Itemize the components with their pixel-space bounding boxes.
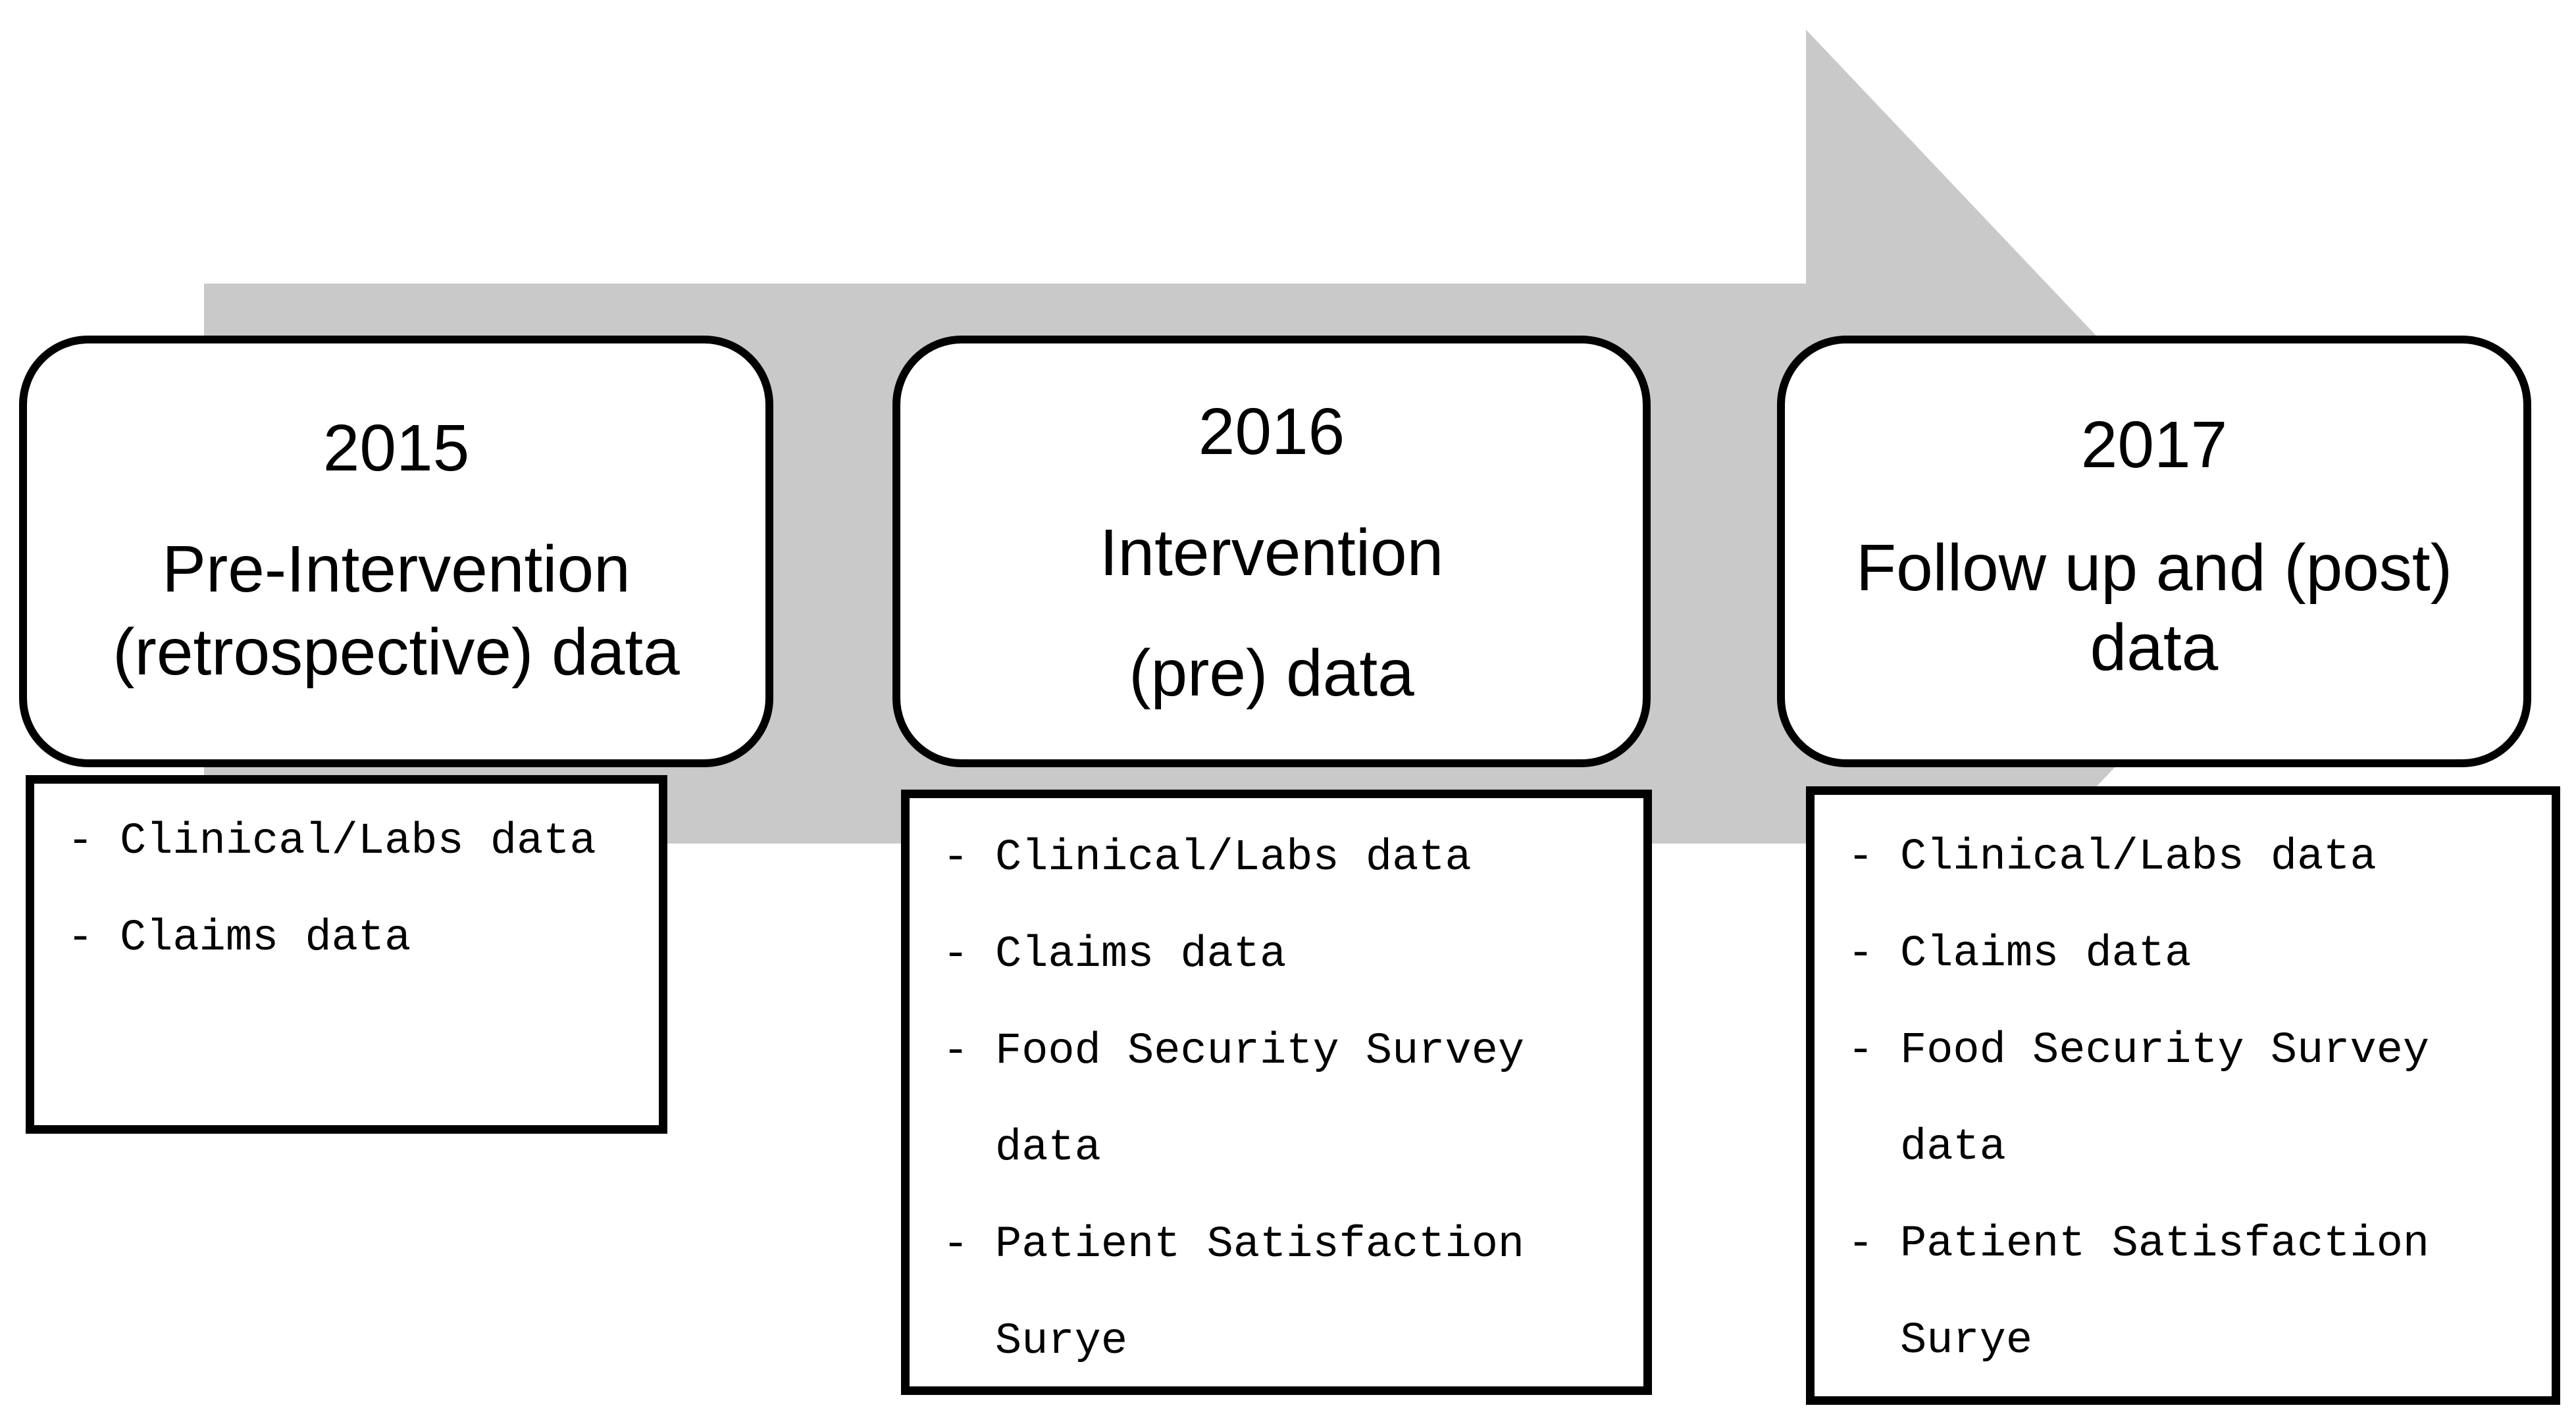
list-item: -Patient Satisfaction [1847,1196,2538,1293]
list-item-text: Patient Satisfaction [995,1220,1525,1270]
dash-bullet: - [1847,832,1874,882]
phase-2016-year: 2016 [1198,395,1345,468]
list-item-text: Claims data [995,930,1287,980]
list-item-text: Claims data [1900,929,2192,979]
list-item: -Claims data [1847,906,2538,1003]
list-item: -Food Security Survey [942,1003,1630,1100]
list-item-continuation: Surye [942,1294,1630,1390]
list-item-text: Clinical/Labs data [120,817,596,867]
list-item-text: Food Security Survey [995,1026,1525,1076]
list-item-text: Clinical/Labs data [995,833,1472,883]
list-item-text: data [1900,1123,2006,1173]
dash-bullet: - [1847,929,1874,979]
phase-2017-box: 2017 Follow up and (post) data [1777,336,2531,767]
dash-bullet: - [942,1220,969,1270]
dash-bullet: - [1847,1026,1874,1076]
list-item: -Patient Satisfaction [942,1197,1630,1294]
dash-bullet: - [942,930,969,980]
list-item-text: Clinical/Labs data [1900,832,2377,882]
list-item: -Food Security Survey [1847,1003,2538,1100]
list-item-text: Surye [1900,1316,2033,1366]
dash-bullet: - [1847,1219,1874,1269]
list-item-continuation: Surye [1847,1293,2538,1390]
phase-2015-year: 2015 [322,411,470,485]
list-item-continuation: data [1847,1100,2538,1196]
list-item-text: Surye [995,1317,1128,1367]
list-item: -Clinical/Labs data [942,810,1630,907]
phase-2015-data-box: -Clinical/Labs data -Claims data [26,775,667,1134]
dash-bullet: - [942,1026,969,1076]
list-item-text: Food Security Survey [1900,1026,2430,1076]
list-item: -Claims data [67,890,646,987]
phase-2016-box: 2016 Intervention (pre) data [892,336,1651,767]
list-item-text: Claims data [120,913,411,963]
dash-bullet: - [942,833,969,883]
list-item-text: Patient Satisfaction [1900,1219,2430,1269]
phase-2017-year: 2017 [2080,408,2228,482]
phase-2016-title: Intervention [1099,516,1444,590]
phase-2017-data-box: -Clinical/Labs data -Claims data -Food S… [1806,786,2560,1405]
list-item: -Claims data [942,907,1630,1003]
phase-2016-data-box: -Clinical/Labs data -Claims data -Food S… [901,790,1652,1395]
list-item: -Clinical/Labs data [67,794,646,890]
phase-2015-box: 2015 Pre-Intervention (retrospective) da… [19,336,773,767]
phase-2015-title: (retrospective) data [113,615,680,689]
phase-2017-title: data [2090,611,2219,684]
dash-bullet: - [67,817,94,867]
list-item-text: data [995,1123,1101,1173]
list-item: -Clinical/Labs data [1847,809,2538,906]
phase-2017-title: Follow up and (post) [1855,531,2452,605]
phase-2016-title: (pre) data [1129,636,1414,710]
phase-2015-title: Pre-Intervention [162,532,631,606]
dash-bullet: - [67,913,94,963]
list-item-continuation: data [942,1100,1630,1197]
